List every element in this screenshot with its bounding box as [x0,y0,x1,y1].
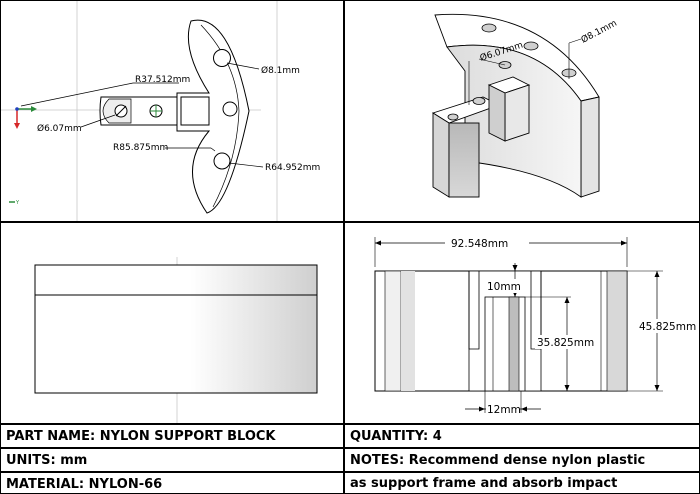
hole [222,101,238,117]
material-cell: MATERIAL: NYLON-66 [0,472,344,494]
dim-leader-d81 [226,62,260,70]
dim-arrow [521,406,527,412]
iso-outer-wall [580,96,600,198]
dim-overall-width: 92.548mm [451,238,508,250]
dim-arrow [654,385,660,391]
dim-label-bg [485,279,519,293]
dim-arrow [479,406,485,412]
part-name-cell: PART NAME: NYLON SUPPORT BLOCK [0,424,344,448]
side-right-face [606,270,628,392]
dim-hole-large: Ø8.1mm [261,65,300,76]
dim-leader-r64 [228,162,264,168]
iso-tab-side [432,112,450,198]
side-left-face [384,270,402,392]
dim-leader-r37 [20,82,134,107]
mini-axis-label: Y [15,200,20,206]
hole [213,152,231,170]
dim-label-bg [638,319,698,333]
dim-hole-small: Ø6.07mm [37,123,82,134]
iso-hole [472,97,486,105]
axis-x-arrowhead [14,123,20,129]
dim-radius-mid: R85.875mm [113,143,168,153]
front-view-panel [0,222,344,424]
axis-z-dot [15,107,19,111]
dim-radius-outer: R64.952mm [265,163,320,173]
isometric-view-panel: Ø6.07mm Ø8.1mm [344,0,700,222]
top-view-drawing: R37.512mm Ø8.1mm Ø6.07mm R85.875mm R64.9… [1,1,320,221]
dim-arrow [564,385,570,391]
side-view-drawing: 92.548mm 10mm 35 [374,237,698,416]
iso-dim-leader [478,58,506,66]
dim-slot-width: 12mm [487,404,521,416]
iso-tab-front [448,122,480,198]
top-view-panel: R37.512mm Ø8.1mm Ø6.07mm R85.875mm R64.9… [0,0,344,222]
iso-dim-hole-large: Ø8.1mm [579,18,619,46]
dim-inner-height: 35.825mm [537,337,594,349]
block-rect [180,96,210,126]
front-body-outline [34,264,318,394]
side-inner-shade [508,296,520,392]
units-cell: UNITS: mm [0,448,344,472]
dim-radius-inner: R37.512mm [135,75,190,85]
dim-label-bg [486,402,520,416]
isometric-drawing: Ø6.07mm Ø8.1mm [431,13,619,198]
dim-overall-height: 45.825mm [639,321,696,333]
notes-cell-line2: as support frame and absorb impact [344,472,700,494]
arc-body-outline [176,19,250,214]
notes-cell-line1: NOTES: Recommend dense nylon plastic [344,448,700,472]
dim-leader-d607 [80,114,116,128]
front-view-drawing [34,257,318,423]
side-left-shade [401,271,415,391]
side-view-panel: 92.548mm 10mm 35 [344,222,700,424]
iso-block-side [488,84,506,142]
iso-hole [523,41,539,51]
iso-hole-small [447,113,459,121]
hole-leader-mark [115,105,127,117]
title-block: PART NAME: NYLON SUPPORT BLOCK QUANTITY:… [0,424,700,494]
dim-arrow [564,297,570,303]
iso-hole [481,23,497,33]
dim-label-bg [535,335,595,349]
dim-leader-r85 [210,147,216,152]
quantity-cell: QUANTITY: 4 [344,424,700,448]
dim-arrow [621,240,627,246]
iso-block-front [504,84,530,142]
dim-arrow [654,271,660,277]
iso-dim-leader [568,38,582,44]
dim-slot-depth: 10mm [487,281,521,293]
dim-arrow [512,265,518,271]
hole-large [213,49,231,67]
axis-y-arrowhead [31,106,37,112]
side-slot-left [468,271,480,350]
dim-arrow [375,240,381,246]
